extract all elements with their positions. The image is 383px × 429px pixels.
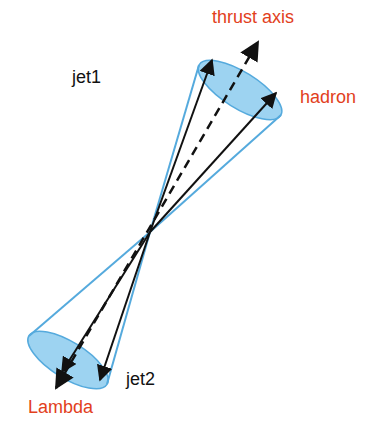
- annotation-label: jet1: [72, 68, 101, 88]
- jet-cone-end: [190, 49, 290, 130]
- particle-arrow: [150, 93, 276, 232]
- annotation-label: Lambda: [28, 398, 93, 418]
- annotation-label: thrust axis: [212, 8, 294, 28]
- cone-edge: [150, 65, 199, 232]
- particle-arrow: [100, 232, 150, 380]
- annotation-label: jet2: [126, 370, 155, 390]
- cone-edge: [107, 232, 150, 384]
- cone-edge: [150, 115, 281, 232]
- particle-arrow: [150, 60, 212, 232]
- annotation-label: hadron: [300, 88, 356, 108]
- particle-arrow: [62, 232, 150, 372]
- thrust-axis-line: [56, 42, 258, 388]
